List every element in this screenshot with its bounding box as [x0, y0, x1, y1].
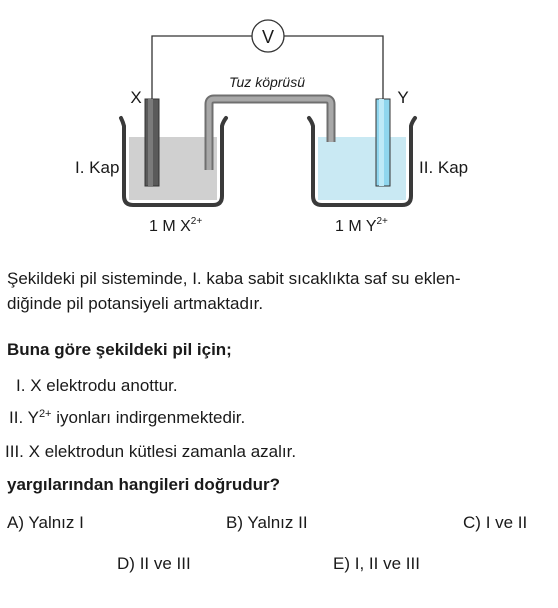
question-stem: Şekildeki pil sisteminde, I. kaba sabit …	[7, 266, 552, 316]
beaker-left	[119, 116, 228, 207]
voltmeter: V	[251, 19, 285, 53]
stem-line-1: Şekildeki pil sisteminde, I. kaba sabit …	[7, 269, 461, 288]
option-b[interactable]: B) Yalnız II	[226, 513, 308, 532]
option-a[interactable]: A) Yalnız I	[7, 513, 84, 532]
electrode-y-label: Y	[397, 88, 408, 107]
electrode-y	[375, 98, 391, 187]
electrode-x-label: X	[130, 88, 141, 107]
left-solution	[129, 137, 217, 200]
beaker-right	[307, 116, 417, 207]
statement-2: II. Y2+ iyonları indirgenmektedir.	[9, 408, 246, 427]
container-right-label: II. Kap	[419, 158, 468, 177]
voltmeter-label: V	[262, 27, 274, 47]
statement-1: I. X elektrodu anottur.	[16, 376, 178, 395]
option-c[interactable]: C) I ve II	[463, 513, 528, 532]
external-wire-right	[284, 35, 384, 99]
right-solution	[318, 137, 406, 200]
galvanic-cell-diagram: V Tuz köprüsü X Y I. Kap II. Kap 1 M X2+…	[75, 19, 468, 235]
solution-right-label: 1 M Y2+	[335, 216, 388, 235]
external-wire	[151, 35, 252, 99]
question-closing: yargılarından hangileri doğrudur?	[7, 475, 280, 494]
solution-left-label: 1 M X2+	[149, 216, 202, 235]
statement-3: III. X elektrodun kütlesi zamanla azalır…	[5, 442, 297, 461]
stem-line-2: diğinde pil potansiyeli artmaktadır.	[7, 294, 264, 313]
salt-bridge-label: Tuz köprüsü	[229, 74, 305, 90]
container-left-label: I. Kap	[75, 158, 119, 177]
electrode-x	[144, 98, 160, 187]
option-e[interactable]: E) I, II ve III	[333, 554, 420, 573]
option-d[interactable]: D) II ve III	[117, 554, 191, 573]
question-prompt: Buna göre şekildeki pil için;	[7, 340, 232, 359]
